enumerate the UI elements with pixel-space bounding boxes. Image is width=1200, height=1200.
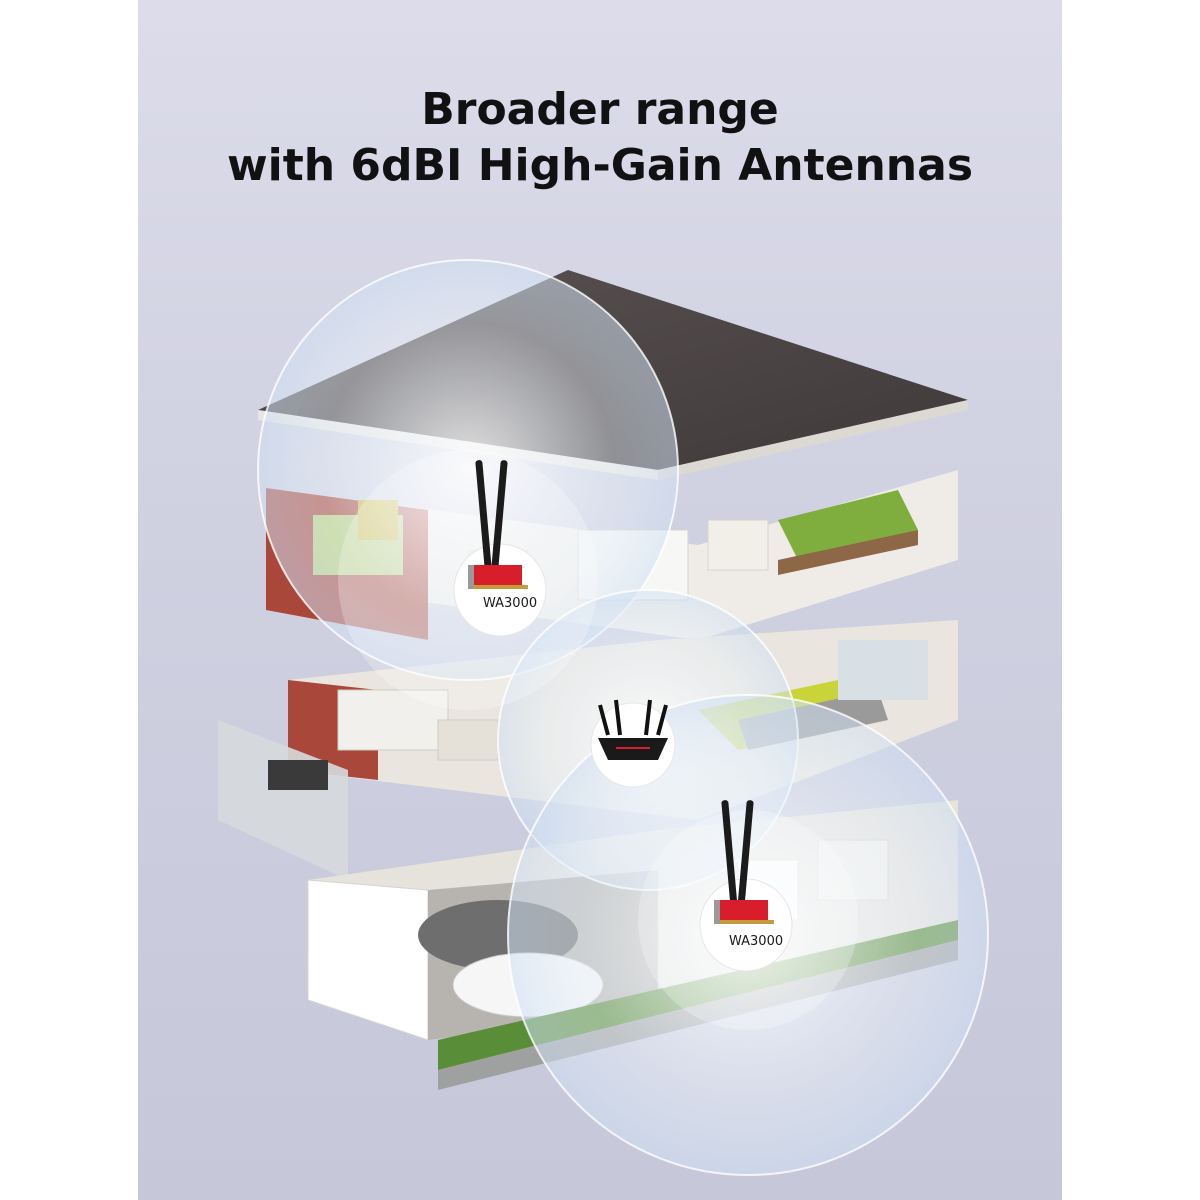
headline-line-1: Broader range <box>421 84 779 135</box>
wifi-router-icon <box>590 699 676 788</box>
house-cutaway-scene: WA3000 WA3000 <box>218 259 989 1176</box>
card-label-upper: WA3000 <box>483 596 537 611</box>
product-illustration: Broader range with 6dBI High-Gain Antenn… <box>138 0 1062 1200</box>
pcie-wifi-card-icon <box>699 800 793 972</box>
card-label-lower: WA3000 <box>729 934 783 949</box>
headline-line-2: with 6dBI High-Gain Antennas <box>226 140 974 191</box>
pcie-wifi-card-icon <box>453 460 547 637</box>
signal-bubble-upper <box>257 259 679 681</box>
